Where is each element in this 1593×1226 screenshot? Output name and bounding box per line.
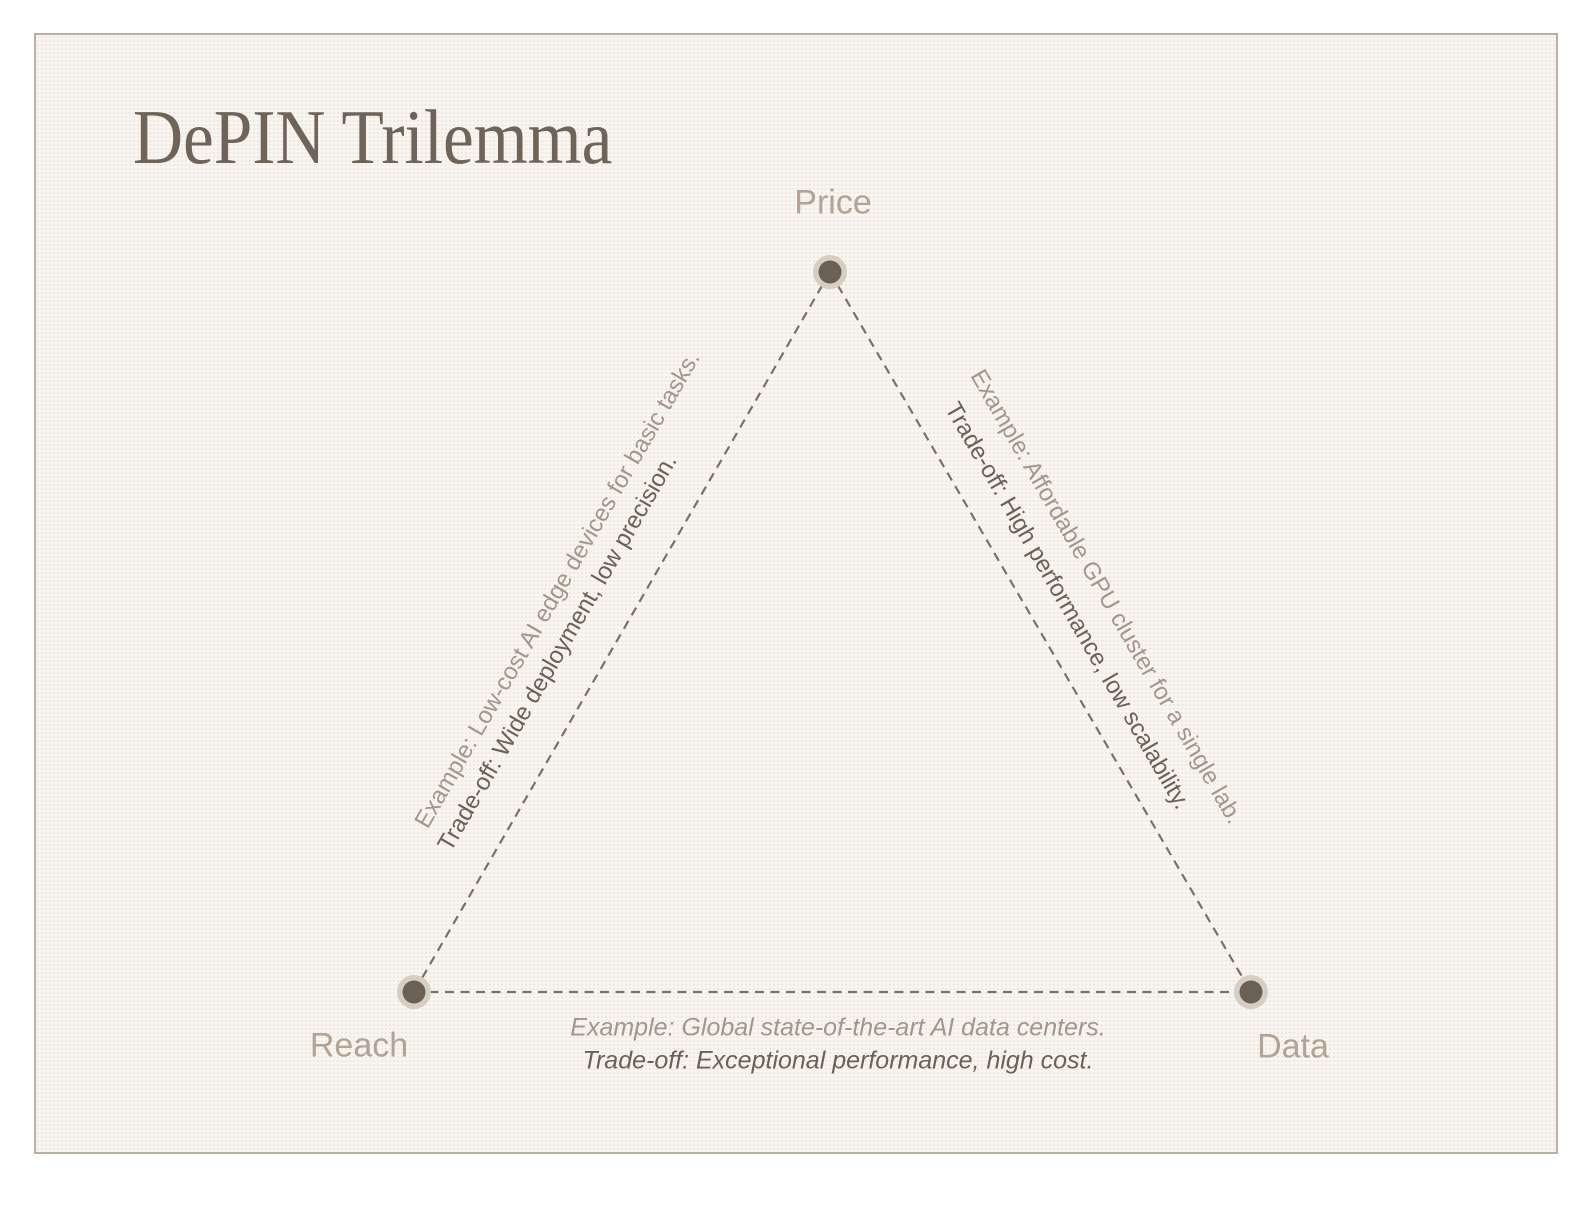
- vertex-dot-reach: [397, 975, 431, 1009]
- trilemma-triangle-graphic: [397, 255, 1268, 1009]
- edge-line-price-reach: [413, 271, 831, 993]
- diagram-panel: DePIN Trilemma Price Reach Data Example:…: [34, 33, 1558, 1154]
- vertex-label-data: Data: [1257, 1027, 1329, 1066]
- page-title: DePIN Trilemma: [133, 94, 613, 180]
- vertex-dot-price: [813, 255, 847, 289]
- vertex-label-price: Price: [794, 183, 872, 222]
- edge-example-reach-data: Example: Global state-of-the-art AI data…: [570, 1013, 1106, 1042]
- vertex-dot-data: [1234, 975, 1268, 1009]
- edge-tradeoff-reach-data: Trade-off: Exceptional performance, high…: [582, 1046, 1094, 1075]
- vertex-label-reach: Reach: [309, 1026, 409, 1065]
- edge-line-price-data: [829, 271, 1252, 993]
